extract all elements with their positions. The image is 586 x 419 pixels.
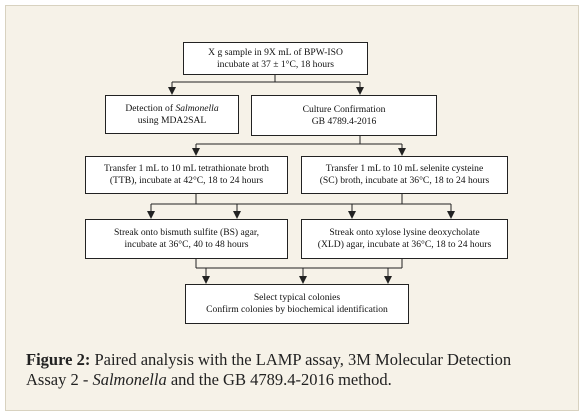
detection-line-1: Detection of Salmonella xyxy=(125,102,219,114)
sample-line-2: incubate at 37 ± 1°C, 18 hours xyxy=(216,58,334,70)
box-detection: Detection of Salmonella using MDA2SAL xyxy=(105,95,239,134)
xld-line-2: (XLD) agar, incubate at 36°C, 18 to 24 h… xyxy=(317,239,492,250)
ttb-line-1: Transfer 1 mL to 10 mL tetrathionate bro… xyxy=(104,163,269,174)
ttb-line-2: (TTB), incubate at 42°C, 18 to 24 hours xyxy=(109,175,264,186)
caption-label: Figure 2: xyxy=(26,350,91,369)
culture-line-1: Culture Confirmation xyxy=(302,103,386,115)
box-bs-agar: Streak onto bismuth sulfite (BS) agar, i… xyxy=(85,219,288,259)
figure-caption: Figure 2: Paired analysis with the LAMP … xyxy=(26,350,574,390)
box-ttb-transfer: Transfer 1 mL to 10 mL tetrathionate bro… xyxy=(85,156,288,194)
caption-text-1: Paired analysis with the LAMP assay, 3M … xyxy=(90,350,512,369)
xld-line-1: Streak onto xylose lysine deoxycholate xyxy=(329,227,480,238)
box-sample-enrichment: X g sample in 9X mL of BPW-ISO incubate … xyxy=(183,42,368,75)
sc-line-1: Transfer 1 mL to 10 mL selenite cysteine xyxy=(325,163,484,174)
detection-line-2: using MDA2SAL xyxy=(137,114,207,126)
sample-line-1: X g sample in 9X mL of BPW-ISO xyxy=(208,46,343,58)
box-sc-transfer: Transfer 1 mL to 10 mL selenite cysteine… xyxy=(301,156,508,194)
box-select-colonies: Select typical colonies Confirm colonies… xyxy=(185,284,409,324)
box-culture-confirmation: Culture Confirmation GB 4789.4-2016 xyxy=(251,95,437,136)
bs-line-2: incubate at 36°C, 40 to 48 hours xyxy=(124,239,249,250)
sc-line-2: (SC) broth, incubate at 36°C, 18 to 24 h… xyxy=(319,175,490,186)
select-line-2: Confirm colonies by biochemical identifi… xyxy=(206,304,388,315)
bs-line-1: Streak onto bismuth sulfite (BS) agar, xyxy=(113,227,260,238)
caption-line-1: Figure 2: Paired analysis with the LAMP … xyxy=(26,350,574,370)
caption-line-2: Assay 2 - Salmonella and the GB 4789.4-2… xyxy=(26,370,392,389)
select-line-1: Select typical colonies xyxy=(253,292,341,303)
culture-line-2: GB 4789.4-2016 xyxy=(311,115,377,127)
box-xld-agar: Streak onto xylose lysine deoxycholate (… xyxy=(301,219,508,259)
